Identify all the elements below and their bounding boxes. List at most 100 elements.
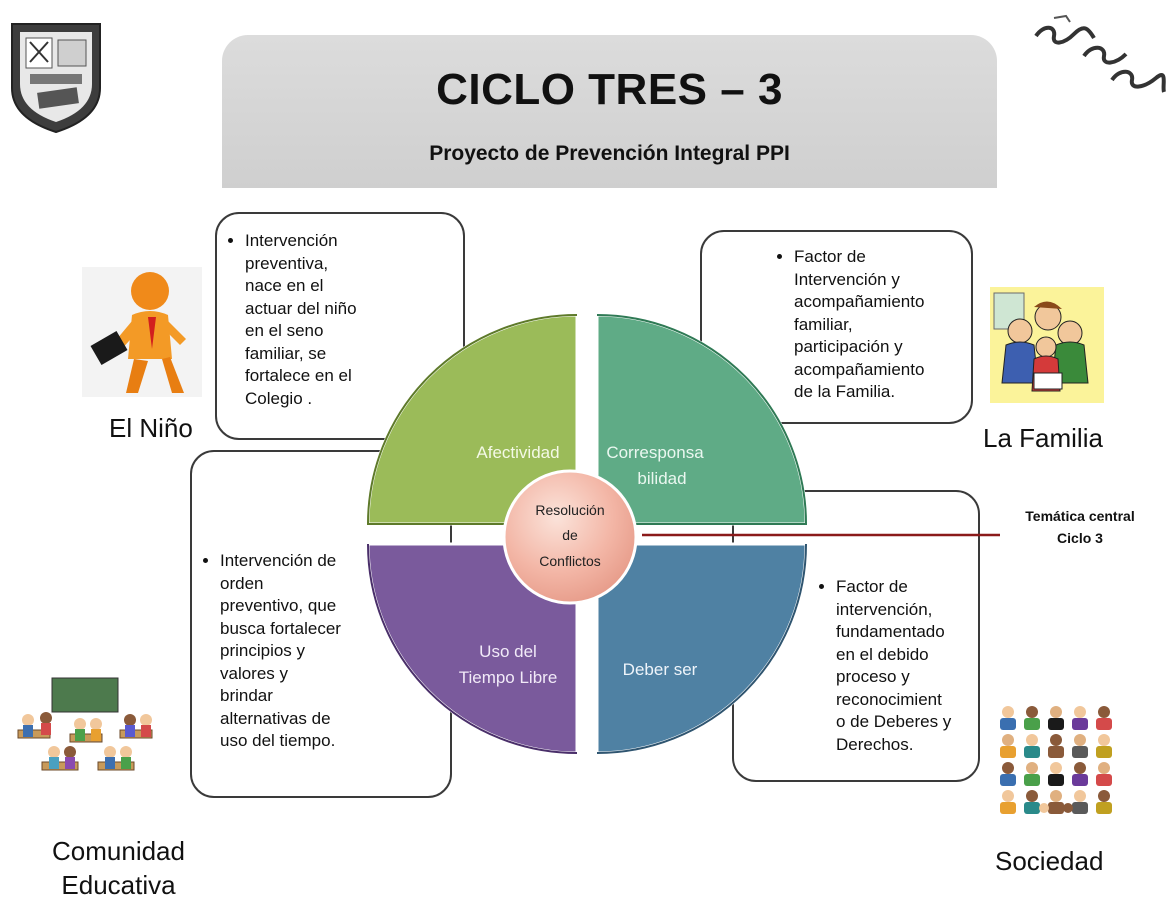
person-head (1002, 706, 1014, 718)
box-nino-line: fortalece en el (245, 366, 352, 385)
people-grid-icon (996, 698, 1118, 824)
box-nino-line: en el seno (245, 321, 324, 340)
quadrant-label-deber-ser: Deber ser (623, 660, 698, 679)
quadrant-label-afectividad: Afectividad (476, 443, 559, 462)
person-body (1096, 718, 1112, 730)
person-head (1098, 734, 1110, 746)
person-head (1026, 706, 1038, 718)
box-comunidad-line: brindar (220, 686, 273, 705)
handwritten-logo-icon (1034, 14, 1166, 104)
box-comunidad-line: Intervención de (220, 551, 337, 570)
person-body (1096, 746, 1112, 758)
box-comunidad-line: valores y (220, 663, 289, 683)
box-nino-line: preventiva, (245, 253, 329, 273)
person-body (1024, 774, 1040, 786)
box-sociedad-line: en el debido (836, 644, 929, 664)
box-nino-line: familiar, se (245, 343, 327, 363)
label-comunidad: Comunidad Educativa (52, 834, 185, 902)
box-comunidad-line: uso del tiempo. (220, 731, 336, 750)
label-nino: El Niño (109, 413, 193, 443)
box-nino-line: Intervención (245, 231, 338, 250)
theme-pointer-line (642, 533, 1000, 537)
person-body (1024, 718, 1040, 730)
person-head (1026, 790, 1038, 802)
center-label-3: Conflictos (539, 553, 600, 569)
person-head (1074, 762, 1086, 774)
box-comunidad: Intervención de orden preventivo, que bu… (190, 450, 452, 798)
person-body (1048, 774, 1064, 786)
person-body (1024, 802, 1040, 814)
person-body (1048, 746, 1064, 758)
quadrant-label-corresponsabilidad-2: bilidad (637, 469, 686, 488)
title-banner: CICLO TRES – 3 Proyecto de Prevención In… (222, 35, 997, 188)
center-label-2: de (562, 527, 578, 543)
person-head (1098, 790, 1110, 802)
box-comunidad-line: busca fortalecer (220, 618, 341, 638)
person-body (1024, 746, 1040, 758)
person-head (1074, 734, 1086, 746)
person-head (1002, 790, 1014, 802)
page-title: CICLO TRES – 3 (436, 65, 783, 114)
box-sociedad-line: reconocimient (836, 689, 942, 709)
box-sociedad-line: Derechos. (836, 734, 914, 754)
theme-label-line-2: Ciclo 3 (1057, 530, 1103, 546)
box-familia-line: acompañamiento (794, 359, 925, 379)
family-illustration-icon (990, 287, 1104, 403)
box-sociedad-line: fundamentado (836, 622, 945, 641)
label-sociedad: Sociedad (995, 846, 1104, 876)
person-body (1096, 774, 1112, 786)
box-nino: Intervención preventiva, nace en el actu… (215, 212, 465, 440)
label-comunidad-line-2: Educativa (61, 870, 176, 900)
person-body (1000, 802, 1016, 814)
box-familia-line: participación y (794, 337, 903, 356)
box-comunidad-line: preventivo, que (220, 596, 337, 615)
person-head (1074, 790, 1086, 802)
person-head (1098, 706, 1110, 718)
box-sociedad-line: proceso y (836, 667, 910, 686)
label-familia: La Familia (983, 423, 1103, 453)
person-head (1050, 790, 1062, 802)
person-body (1000, 718, 1016, 730)
child-figure-icon (82, 267, 202, 397)
person-head (1026, 762, 1038, 774)
box-familia-line: Factor de (794, 247, 866, 266)
person-body (1048, 802, 1064, 814)
page-subtitle: Proyecto de Prevención Integral PPI (429, 142, 790, 165)
box-familia: Factor de Intervención y acompañamiento … (700, 230, 973, 424)
person-head (1002, 762, 1014, 774)
person-body (1096, 802, 1112, 814)
person-body (1000, 746, 1016, 758)
person-body (1048, 718, 1064, 730)
box-familia-line: acompañamiento (794, 292, 925, 311)
box-sociedad-line: o de Deberes y (836, 712, 952, 731)
person-head (1039, 803, 1049, 813)
box-familia-line: de la Familia. (794, 382, 896, 401)
person-head (1098, 762, 1110, 774)
person-head (1074, 706, 1086, 718)
person-head (1002, 734, 1014, 746)
person-head (1050, 706, 1062, 718)
school-crest-icon (8, 18, 104, 136)
quadrant-label-tiempo-libre-1: Uso del (479, 642, 537, 661)
person-body (1072, 746, 1088, 758)
box-sociedad-line: intervención, (836, 599, 933, 619)
theme-label: Temática central Ciclo 3 (1000, 505, 1160, 549)
box-nino-line: Colegio . (245, 388, 313, 408)
classroom-illustration-icon (12, 670, 162, 788)
box-familia-line: familiar, (794, 314, 853, 334)
quadrant-label-tiempo-libre-2: Tiempo Libre (459, 668, 558, 687)
box-sociedad-line: Factor de (836, 577, 908, 596)
box-nino-line: actuar del niño (245, 298, 357, 318)
box-comunidad-line: principios y (220, 641, 306, 660)
box-familia-line: Intervención y (794, 269, 900, 289)
label-comunidad-line-1: Comunidad (52, 836, 185, 866)
theme-label-line-1: Temática central (1025, 508, 1135, 524)
box-nino-line: nace en el (245, 276, 324, 295)
person-head (1063, 803, 1073, 813)
person-body (1072, 802, 1088, 814)
person-head (1050, 734, 1062, 746)
person-head (1026, 734, 1038, 746)
box-comunidad-line: orden (220, 573, 264, 593)
person-body (1000, 774, 1016, 786)
person-head (1050, 762, 1062, 774)
